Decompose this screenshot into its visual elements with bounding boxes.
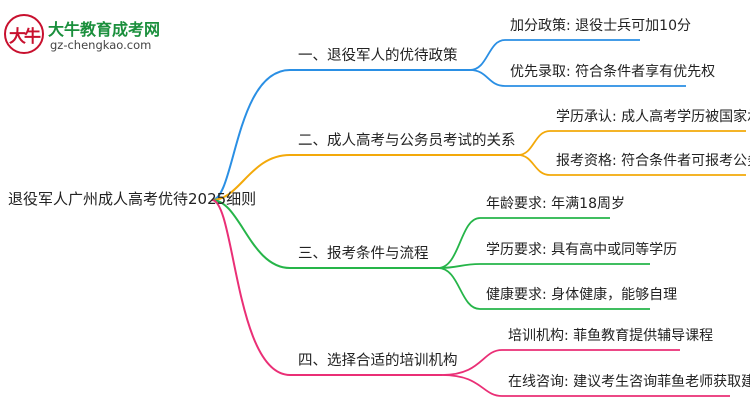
- branch-1-title: 一、退役军人的优待政策: [298, 48, 458, 64]
- branch-3-title: 三、报考条件与流程: [298, 246, 429, 262]
- leaf-b2-1: 学历承认: 成人高考学历被国家承认: [556, 109, 750, 125]
- connector-b4-leaf-2: [441, 374, 730, 397]
- connector-root-branch-2: [211, 154, 518, 201]
- logo-mark: 大牛: [9, 27, 41, 47]
- leaf-b4-2: 在线咨询: 建议考生咨询菲鱼老师获取建议: [508, 374, 750, 390]
- logo-url: gz-chengkao.com: [50, 38, 152, 52]
- connector-b3-leaf-2: [437, 263, 650, 269]
- logo-badge-icon: [4, 14, 44, 54]
- leaf-b1-2: 优先录取: 符合条件者享有优先权: [510, 64, 716, 80]
- connector-b4-leaf-1: [441, 349, 680, 376]
- branch-4-title: 四、选择合适的培训机构: [298, 353, 458, 369]
- connector-b1-leaf-2: [469, 69, 686, 87]
- connector-root-branch-4: [211, 199, 442, 376]
- leaf-b4-1: 培训机构: 菲鱼教育提供辅导课程: [508, 328, 714, 344]
- leaf-b3-3: 健康要求: 身体健康，能够自理: [486, 287, 678, 303]
- logo-title: 大牛教育成考网: [48, 20, 161, 39]
- root-topic: 退役军人广州成人高考优待2025细则: [8, 190, 257, 208]
- leaf-b3-2: 学历要求: 具有高中或同等学历: [486, 242, 678, 258]
- brand-logo: 大牛 大牛教育成考网 gz-chengkao.com: [4, 14, 204, 54]
- leaf-b1-1: 加分政策: 退役士兵可加10分: [510, 18, 691, 34]
- leaf-b3-1: 年龄要求: 年满18周岁: [486, 196, 625, 212]
- connector-b2-leaf-1: [517, 130, 746, 156]
- connector-b3-leaf-1: [437, 217, 610, 269]
- connector-b2-leaf-2: [517, 154, 746, 176]
- connector-root-branch-3: [211, 199, 438, 269]
- connector-b3-leaf-3: [437, 267, 650, 310]
- branch-2-title: 二、成人高考与公务员考试的关系: [298, 133, 516, 149]
- connector-root-branch-1: [211, 69, 470, 201]
- leaf-b2-2: 报考资格: 符合条件者可报考公务员: [556, 153, 750, 169]
- connector-b1-leaf-1: [469, 39, 640, 71]
